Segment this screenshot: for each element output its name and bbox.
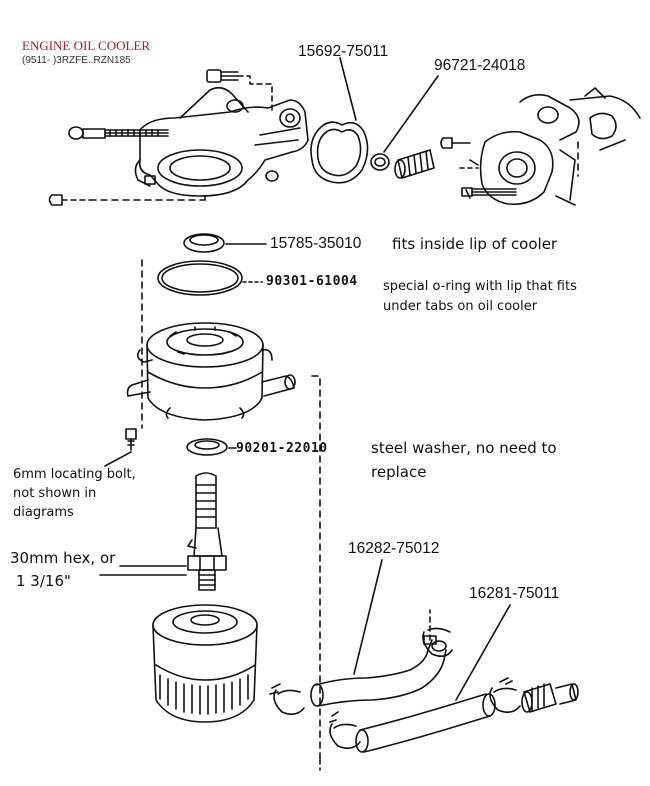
part-number-union-seal: 96721-24018 xyxy=(434,57,526,74)
note-o-ring-line1: special o-ring with lip that fits xyxy=(383,279,577,294)
o-ring xyxy=(157,260,243,296)
note-bolt-line3: diagrams xyxy=(13,505,74,520)
part-number-hose-lower: 16281-75011 xyxy=(469,585,560,602)
part-number-inner-seal: 15785-35010 xyxy=(270,235,362,252)
note-bolt-line1: 6mm locating bolt, xyxy=(13,467,136,482)
note-o-ring-line2: under tabs on oil cooler xyxy=(383,299,538,314)
hose-union-fitting xyxy=(521,683,579,713)
note-washer-line2: replace xyxy=(371,463,427,481)
oil-cooler xyxy=(126,322,296,421)
note-washer-line1: steel washer, no need to xyxy=(371,439,557,457)
note-bolt-line2: not shown in xyxy=(13,486,97,501)
part-number-washer: 90201-22010 xyxy=(236,441,328,456)
inner-seal xyxy=(183,233,225,253)
cooler-housing xyxy=(48,69,309,206)
part-number-hose-upper: 16282-75012 xyxy=(348,540,440,557)
steel-washer xyxy=(186,438,228,456)
part-number-gasket: 15692-75011 xyxy=(298,43,389,60)
union-fitting xyxy=(394,149,435,179)
engine-block-section xyxy=(440,87,641,206)
hose-upper xyxy=(310,639,447,707)
note-hex-line1: 30mm hex, or xyxy=(10,549,116,567)
union-bolt xyxy=(187,472,227,591)
hose-lower xyxy=(355,693,496,753)
note-inner-seal: fits inside lip of cooler xyxy=(392,235,558,253)
hose-clamp-2 xyxy=(329,711,361,750)
diagram-title: ENGINE OIL COOLER xyxy=(22,38,151,53)
union-seal xyxy=(370,153,390,171)
hose-clamp-1 xyxy=(269,683,305,716)
part-number-o-ring: 90301-61004 xyxy=(266,274,358,289)
locating-bolt xyxy=(125,428,137,451)
housing-gasket xyxy=(310,121,369,184)
note-hex-line2: 1 3/16" xyxy=(16,572,71,590)
diagram-subtitle: (9511- )3RZFE..RZN185 xyxy=(22,55,131,66)
oil-filter xyxy=(152,604,258,723)
hose-clamp-4 xyxy=(489,677,521,714)
